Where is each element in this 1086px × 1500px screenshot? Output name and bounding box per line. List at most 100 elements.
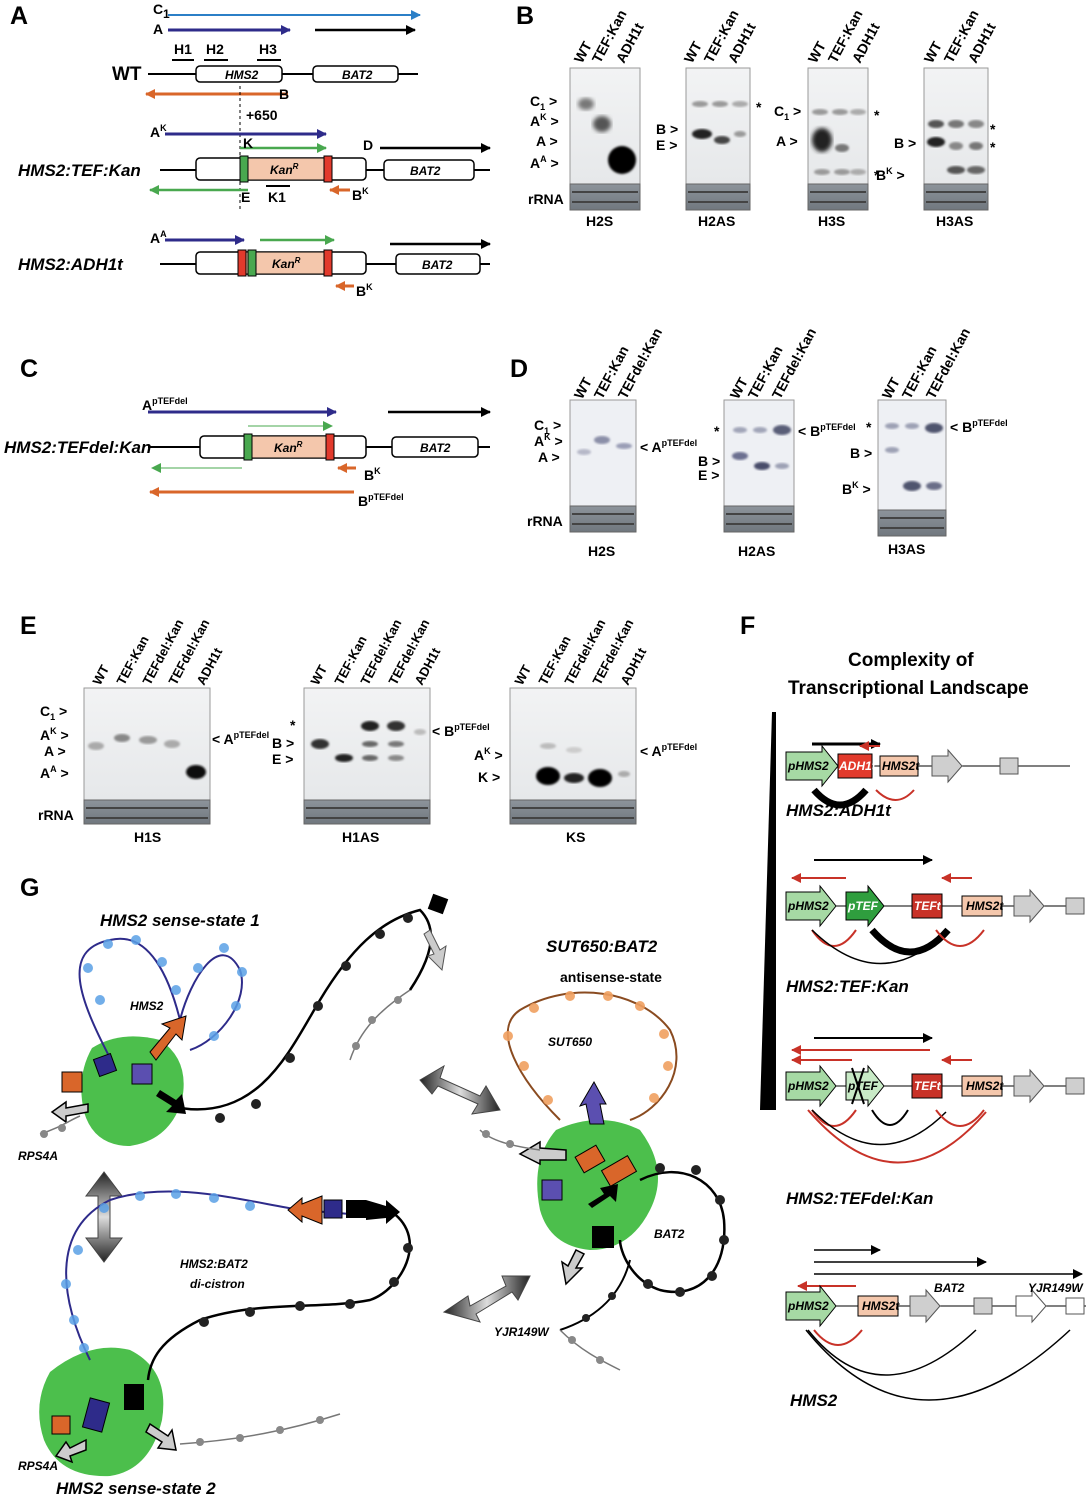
blot-h1as: H1AS (342, 829, 379, 845)
label-d: D (363, 137, 373, 153)
e-band-ak2: AK > (474, 746, 503, 763)
blot-h2as: H2AS (698, 213, 735, 229)
gene-kanr-c: KanR (274, 440, 303, 455)
b-band-c1-h3: C1 > (774, 103, 801, 122)
d-band-aptef: < ApTEFdel (640, 438, 697, 455)
d-band-e: E > (698, 467, 719, 483)
f-box-bat2: BAT2 (934, 1281, 965, 1295)
blot-h1s: H1S (134, 829, 161, 845)
f-title-2: Transcriptional Landscape (788, 678, 1029, 699)
d-band-bptef-2: < BpTEFdel (950, 418, 1008, 435)
panel-letter-g: G (20, 874, 39, 902)
b-lane-wt-4: WT (921, 38, 946, 65)
b-band-aa: AA > (530, 154, 559, 171)
b-band-c1: C1 > (530, 93, 557, 112)
e2-lane-1: WT (307, 662, 330, 687)
b-band-bk-h3as: BK > (876, 166, 905, 183)
f-box-hms2t-2: HMS2t (966, 899, 1004, 913)
b-lane-wt-3: WT (805, 38, 830, 65)
b-band-e: E > (656, 137, 677, 153)
e3-lane-1: WT (511, 662, 534, 687)
label-k: K (243, 135, 253, 151)
f-title-1: Complexity of (848, 650, 974, 671)
d-band-c1: C1 > (534, 417, 561, 436)
f-box-phms2-2: pHMS2 (787, 899, 829, 913)
panel-b: WT TEF:Kan ADH1t WT TEF:Kan ADH1t WT TEF… (528, 7, 999, 229)
label-a: A (153, 21, 163, 37)
e-band-aa: AA > (40, 764, 69, 781)
e-star: * (290, 717, 296, 733)
e-band-a: A > (44, 743, 66, 759)
d-band-b-3: B > (850, 445, 872, 461)
probe-h1: H1 (174, 41, 192, 57)
b-band-a-h3: A > (776, 133, 798, 149)
panel-letter-f: F (740, 612, 755, 640)
d-star-2: * (866, 419, 872, 435)
f-box-yjr149w: YJR149W (1028, 1281, 1084, 1295)
construct-adh1t: HMS2:ADH1t (18, 255, 124, 274)
gene-bat2-tef: BAT2 (410, 164, 441, 178)
f-box-ptef-2: pTEF (847, 899, 879, 913)
label-bk-adh: BK (356, 282, 373, 299)
d-star-1: * (714, 423, 720, 439)
c-label-bptef: BpTEFdel (358, 492, 404, 509)
gene-kanr: KanR (270, 162, 299, 177)
g-label-sut650bat2: SUT650:BAT2 (546, 937, 658, 956)
label-k1: K1 (268, 189, 286, 205)
f-row-tef-kan: HMS2:TEF:Kan (786, 977, 909, 996)
blot-d-h3as: H3AS (888, 541, 925, 557)
panel-letter-b: B (516, 2, 534, 30)
g-label-hms2bat2: HMS2:BAT2 (180, 1257, 248, 1271)
g-blob-1 (81, 1036, 184, 1146)
label-650: +650 (246, 107, 278, 123)
g-label-hms2: HMS2 (130, 999, 164, 1013)
g-blob-3 (537, 1120, 658, 1250)
c-label-bk: BK (364, 466, 381, 483)
g-label-rps4a-1: RPS4A (18, 1149, 58, 1163)
g-label-state2: HMS2 sense-state 2 (56, 1479, 216, 1498)
d-lane-wt-1: WT (571, 374, 596, 401)
f-box-phms2-1: pHMS2 (787, 759, 829, 773)
f-box-phms2-4: pHMS2 (787, 1299, 829, 1313)
blot-h3as: H3AS (936, 213, 973, 229)
e-band-bptef: < BpTEFdel (432, 722, 490, 739)
panel-g: HMS2 sense-state 1 HMS2 RPS4A (18, 893, 729, 1498)
d-band-a: A > (538, 449, 560, 465)
panel-letter-e: E (20, 612, 37, 640)
c-label-aptef: ApTEFdel (142, 396, 188, 413)
b-band-b-h3as: B > (894, 135, 916, 151)
f-box-teft-3: TEFt (914, 1079, 942, 1093)
gene-kanr-adh: KanR (272, 256, 301, 271)
panel-a: C 1 A H1 H2 H3 WT HMS2 BAT2 B +650 AK K … (18, 1, 491, 299)
gene-bat2-c: BAT2 (420, 441, 451, 455)
b-star-5: * (990, 139, 996, 155)
b-band-b: B > (656, 121, 678, 137)
e-band-k: K > (478, 769, 500, 785)
panel-d: WT TEF:Kan TEFdel:Kan WT TEF:Kan TEFdel:… (527, 325, 1008, 559)
panel-letter-c: C (20, 355, 38, 383)
g-label-sut650: SUT650 (548, 1035, 592, 1049)
f-box-adh1t: ADH1t (838, 759, 877, 773)
panel-letter-a: A (10, 2, 28, 30)
label-c1-sub: 1 (163, 7, 170, 21)
b-lane-wt-2: WT (681, 38, 706, 65)
panel-letter-d: D (510, 355, 528, 383)
g-label-rps4a-2: RPS4A (18, 1459, 58, 1473)
e-rrna: rRNA (38, 807, 74, 823)
construct-tefdel-kan: HMS2:TEFdel:Kan (4, 438, 151, 457)
e-band-ak: AK > (40, 726, 69, 743)
b-star-3: * (874, 167, 880, 183)
f-row-tefdel-kan: HMS2:TEFdel:Kan (786, 1189, 933, 1208)
label-bk: BK (352, 186, 369, 203)
gene-hms2-wt: HMS2 (225, 68, 259, 82)
blot-d-h2as: H2AS (738, 543, 775, 559)
f-box-hms2t-1: HMS2t (882, 759, 920, 773)
blot-d-h2s: H2S (588, 543, 615, 559)
g-label-dicistron: di-cistron (190, 1277, 245, 1291)
d-rrna: rRNA (527, 513, 563, 529)
f-box-hms2t-4: HMS2t (862, 1299, 900, 1313)
g-label-state1: HMS2 sense-state 1 (100, 911, 260, 930)
d-band-b: B > (698, 453, 720, 469)
gene-bat2-adh: BAT2 (422, 258, 453, 272)
